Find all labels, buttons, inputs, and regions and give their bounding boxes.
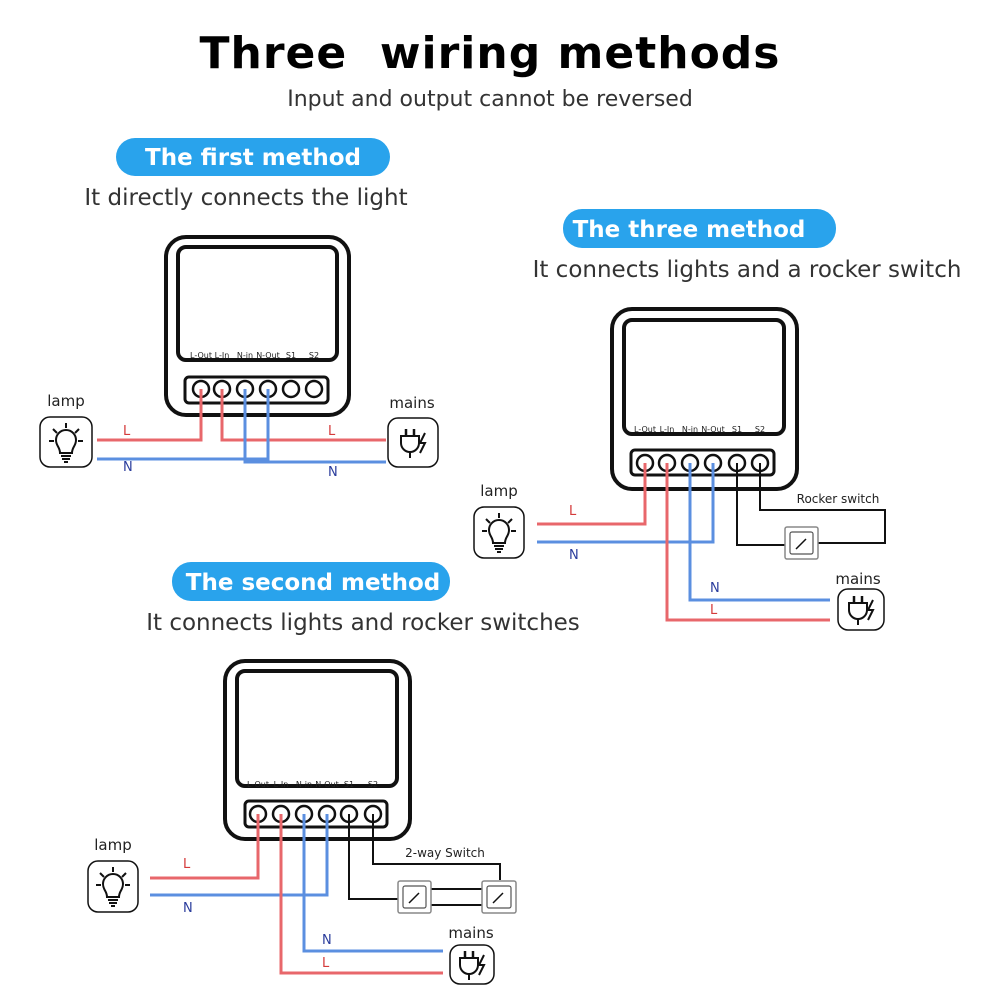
rocker-switch-label: Rocker switch — [797, 492, 880, 506]
two-way-switch-label: 2-way Switch — [405, 846, 485, 860]
second-method-title: The second method — [186, 570, 440, 596]
second-terminal-label: L-Out — [247, 780, 269, 789]
first-method-title: The first method — [145, 145, 361, 171]
first-terminal-label: N-in — [237, 351, 253, 360]
second-terminal-label: S1 — [344, 780, 354, 789]
second-lamp — [87, 860, 139, 913]
second-terminal-label: S2 — [368, 780, 378, 789]
first-lamp-neutral-label: N — [123, 460, 133, 475]
first-terminal-screw — [281, 379, 301, 399]
first-lamp-live-label: L — [123, 424, 131, 439]
three-terminal-label: N-in — [682, 425, 698, 434]
three-terminal-label: S2 — [755, 425, 765, 434]
three-method-section: The three method It connects lights and … — [473, 209, 962, 631]
second-lamp-label: lamp — [94, 836, 132, 854]
first-terminal-label: S2 — [309, 351, 319, 360]
second-lamp-neutral-label: N — [183, 901, 193, 916]
second-mains-live-label: L — [322, 956, 330, 971]
second-mains-neutral-label: N — [322, 933, 332, 948]
first-terminal-screw — [304, 379, 324, 399]
first-method-description: It directly connects the light — [84, 185, 407, 211]
three-terminal-label: L-In — [660, 425, 675, 434]
three-terminal-label: L-Out — [634, 425, 656, 434]
three-lamp-live-label: L — [569, 504, 577, 519]
second-terminal-label: N-in — [296, 780, 312, 789]
second-method-description: It connects lights and rocker switches — [146, 610, 580, 636]
three-terminal-label: S1 — [732, 425, 742, 434]
first-mains-neutral-label: N — [328, 465, 338, 480]
first-method-section: The first method It directly connects th… — [39, 138, 439, 480]
second-lamp-live-label: L — [183, 857, 191, 872]
page-title: Three wiring methods — [200, 28, 781, 79]
second-mains-label: mains — [448, 924, 493, 942]
three-lamp-label: lamp — [480, 482, 518, 500]
three-mains — [837, 588, 885, 631]
first-mains-label: mains — [389, 394, 434, 412]
first-mains-live-label: L — [328, 424, 336, 439]
first-terminal-label: S1 — [286, 351, 296, 360]
three-mains-label: mains — [835, 570, 880, 588]
first-terminal-label: N-Out — [256, 351, 280, 360]
second-mains — [449, 944, 495, 985]
second-method-section: The second method It connects lights and… — [87, 562, 580, 985]
first-method-pill — [116, 138, 390, 176]
three-mains-live-label: L — [710, 603, 718, 618]
first-lamp — [39, 416, 93, 468]
three-method-description: It connects lights and a rocker switch — [533, 257, 962, 283]
first-terminal-label: L-Out — [190, 351, 212, 360]
three-lamp-neutral-label: N — [569, 548, 579, 563]
second-terminal-label: L-In — [274, 780, 289, 789]
three-lamp — [473, 506, 525, 559]
three-mains-neutral-label: N — [710, 581, 720, 596]
first-mains — [387, 417, 439, 468]
first-terminal-label: L-In — [215, 351, 230, 360]
three-method-title: The three method — [573, 217, 806, 243]
three-method-pill — [563, 209, 836, 248]
second-terminal-label: N-Out — [315, 780, 339, 789]
three-terminal-label: N-Out — [701, 425, 725, 434]
first-lamp-label: lamp — [47, 392, 85, 410]
second-method-pill — [172, 562, 450, 601]
page-subtitle: Input and output cannot be reversed — [287, 87, 693, 112]
